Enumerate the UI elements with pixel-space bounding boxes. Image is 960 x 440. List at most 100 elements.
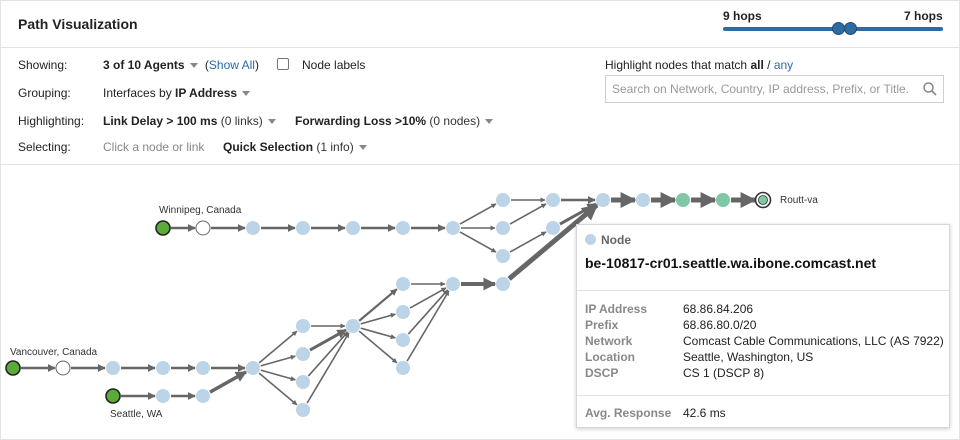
search-icon[interactable] [922, 81, 938, 97]
path-link[interactable] [406, 290, 450, 362]
path-link[interactable] [307, 331, 349, 377]
link-delay-value: Link Delay > 100 ms [103, 114, 218, 128]
path-link[interactable] [407, 289, 449, 335]
node-labels-checkbox[interactable] [277, 58, 289, 70]
path-link[interactable] [360, 327, 396, 340]
interface-node[interactable] [106, 361, 120, 375]
path-link[interactable] [409, 287, 447, 309]
interface-node[interactable] [496, 277, 510, 291]
interface-node[interactable] [296, 403, 310, 417]
agent-node[interactable] [5, 360, 21, 376]
interface-node[interactable] [296, 375, 310, 389]
highlighted-node[interactable] [676, 193, 690, 207]
interface-node[interactable] [296, 319, 310, 333]
agents-dropdown[interactable]: 3 of 10 Agents [103, 58, 198, 72]
path-link[interactable] [507, 203, 599, 281]
interface-node[interactable] [496, 249, 510, 263]
showing-label: Showing: [18, 58, 68, 72]
interface-node[interactable] [346, 319, 360, 333]
agent-interface-node[interactable] [195, 220, 211, 236]
interface-node[interactable] [396, 277, 410, 291]
show-all-link[interactable]: Show All [208, 58, 255, 72]
interface-node[interactable] [296, 221, 310, 235]
forwarding-loss-dropdown[interactable]: Forwarding Loss >10% (0 nodes) [295, 113, 494, 129]
interface-node[interactable] [156, 361, 170, 375]
path-link[interactable] [309, 328, 347, 352]
popup-value: 68.86.84.206 [683, 302, 754, 316]
interface-node[interactable] [396, 333, 410, 347]
interface-node[interactable] [396, 305, 410, 319]
interface-node[interactable] [636, 193, 650, 207]
grouping-label: Grouping: [18, 86, 71, 100]
popup-key: IP Address [585, 302, 648, 316]
hops-max-label: 7 hops [904, 9, 943, 23]
node-search-input[interactable] [606, 76, 916, 102]
selected-node[interactable] [596, 193, 610, 207]
popup-key: Location [585, 350, 635, 364]
path-link[interactable] [306, 332, 350, 404]
path-link[interactable] [258, 330, 298, 364]
interface-node[interactable] [246, 221, 260, 235]
node-labels-label[interactable]: Node labels [302, 58, 366, 72]
interface-node[interactable] [196, 361, 210, 375]
highlighting-label: Highlighting: [18, 114, 85, 128]
highlighted-node[interactable] [716, 193, 730, 207]
node-info-popup: Node be-10817-cr01.seattle.wa.ibone.comc… [576, 224, 950, 428]
highlight-prefix: Highlight nodes that match [605, 58, 748, 72]
path-link[interactable] [459, 231, 497, 253]
chevron-down-icon [267, 119, 276, 125]
popup-value: Seattle, Washington, US [683, 350, 814, 364]
target-node-core [758, 195, 768, 205]
link-delay-count: (0 links) [220, 114, 263, 128]
selecting-label: Selecting: [18, 140, 71, 154]
path-link[interactable] [209, 370, 247, 394]
link-delay-dropdown[interactable]: Link Delay > 100 ms (0 links) [103, 113, 276, 129]
path-link[interactable] [459, 203, 497, 225]
path-link[interactable] [360, 312, 396, 325]
interface-node[interactable] [396, 221, 410, 235]
grouping-dropdown[interactable]: IP Address [175, 86, 251, 100]
path-link[interactable] [258, 372, 298, 406]
interface-node[interactable] [496, 193, 510, 207]
target-label: Routt-va [780, 195, 818, 206]
interface-node[interactable] [446, 277, 460, 291]
node-dot-icon [585, 234, 596, 245]
interface-node[interactable] [446, 221, 460, 235]
chevron-down-icon [242, 91, 251, 97]
match-separator: / [767, 58, 771, 72]
path-link[interactable] [260, 354, 296, 367]
controls-divider [0, 164, 960, 165]
avg-response-value: 42.6 ms [683, 406, 726, 420]
path-link[interactable] [509, 231, 547, 253]
path-nodes [5, 191, 772, 417]
path-link[interactable] [260, 369, 296, 382]
path-link[interactable] [358, 330, 398, 364]
interface-node[interactable] [546, 193, 560, 207]
interface-node[interactable] [296, 347, 310, 361]
interface-node[interactable] [496, 221, 510, 235]
path-link[interactable] [358, 288, 398, 322]
popup-key: Prefix [585, 318, 619, 332]
agent-interface-node[interactable] [55, 360, 71, 376]
interface-node[interactable] [196, 389, 210, 403]
match-all-option[interactable]: all [750, 58, 764, 72]
interface-node[interactable] [346, 221, 360, 235]
chevron-down-icon [485, 119, 494, 125]
popup-divider [577, 290, 949, 291]
quick-selection-value: Quick Selection [223, 140, 314, 154]
node-search-box [605, 75, 944, 103]
interface-node[interactable] [156, 389, 170, 403]
popup-type: Node [585, 233, 631, 247]
agent-node[interactable] [155, 220, 171, 236]
path-graph: Winnipeg, Canada Vancouver, Canada Seatt… [5, 191, 818, 420]
interface-node[interactable] [246, 361, 260, 375]
match-any-option[interactable]: any [773, 58, 794, 72]
hops-slider-handle-max[interactable] [844, 22, 857, 35]
path-link[interactable] [509, 203, 547, 225]
showing-row: 3 of 10 Agents (Show All) [103, 57, 259, 73]
interface-node[interactable] [546, 221, 560, 235]
agent-node[interactable] [105, 388, 121, 404]
interface-node[interactable] [396, 361, 410, 375]
agent-label-winnipeg: Winnipeg, Canada [159, 205, 242, 216]
quick-selection-dropdown[interactable]: Quick Selection (1 info) [223, 139, 367, 155]
